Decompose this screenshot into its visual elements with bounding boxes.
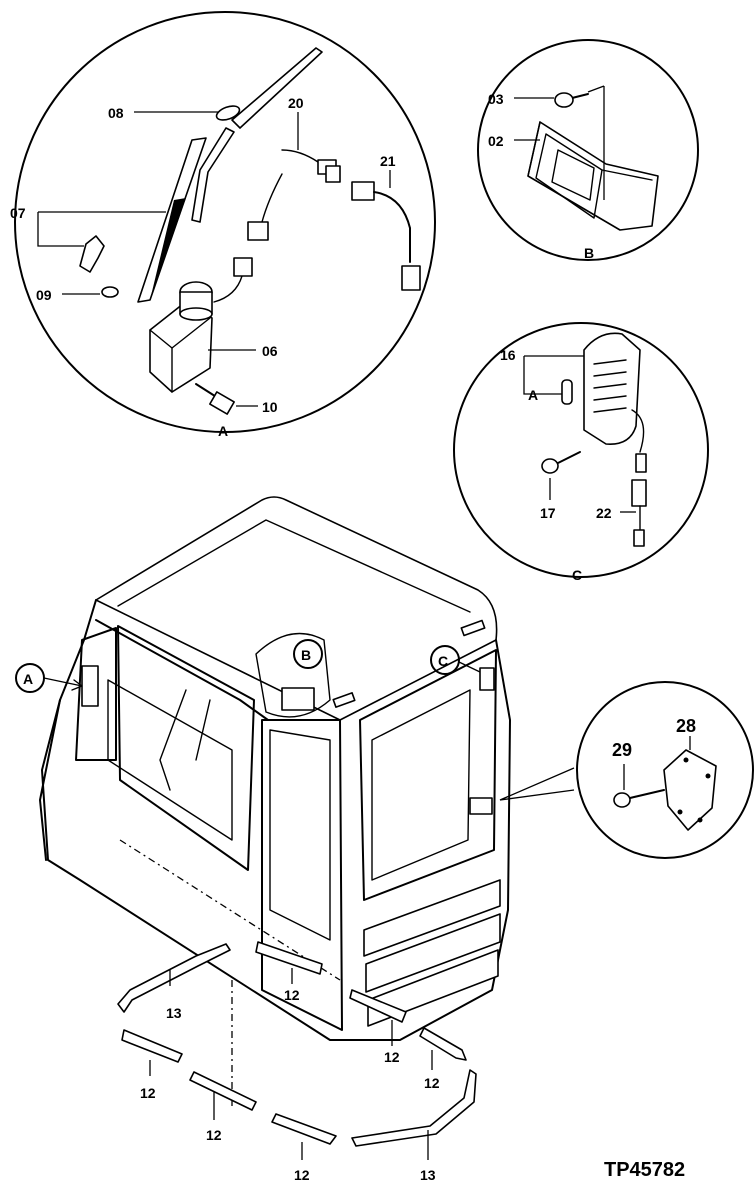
room-light xyxy=(527,121,659,231)
plate-pointer xyxy=(499,767,575,801)
callout-06: 06 xyxy=(262,343,278,359)
cab-light-c xyxy=(479,667,495,691)
callout-21: 21 xyxy=(380,153,396,169)
seal-strip-6 xyxy=(419,1027,467,1061)
callout-02: 02 xyxy=(488,133,504,149)
detail-view-c: 16 A 17 22 C xyxy=(453,322,709,583)
callout-03: 03 xyxy=(488,91,504,107)
svg-text:A: A xyxy=(23,671,33,687)
wiper-nut xyxy=(101,286,119,298)
marker-c: C xyxy=(430,645,481,675)
seal-strips xyxy=(117,941,477,1160)
detail-circle-a xyxy=(14,11,436,433)
plate-bolt xyxy=(613,789,665,808)
washer-harness xyxy=(351,181,421,291)
rail-seal-left xyxy=(117,943,231,1013)
bulb xyxy=(561,379,573,405)
marker-b: B xyxy=(293,639,323,669)
callout-16: 16 xyxy=(500,347,516,363)
callout-12-e: 12 xyxy=(206,1127,222,1143)
seal-strip-1 xyxy=(255,941,323,975)
svg-text:C: C xyxy=(438,653,448,669)
callout-13-right: 13 xyxy=(420,1167,436,1183)
callout-10: 10 xyxy=(262,399,278,415)
callout-17: 17 xyxy=(540,505,556,521)
light-bolt xyxy=(541,451,581,474)
figure-id: TP45782 xyxy=(604,1159,685,1181)
seal-strip-2 xyxy=(349,989,407,1023)
detail-view-a: 08 07 09 20 21 06 10 A xyxy=(10,11,436,439)
callout-08: 08 xyxy=(108,105,124,121)
callout-22: 22 xyxy=(596,505,612,521)
callout-12-f: 12 xyxy=(294,1167,310,1183)
callout-12-c: 12 xyxy=(424,1075,440,1091)
seal-strip-5 xyxy=(271,1113,337,1145)
callout-12-d: 12 xyxy=(140,1085,156,1101)
callout-29: 29 xyxy=(612,740,632,760)
wiper-harness xyxy=(233,149,341,277)
callout-12-a: 12 xyxy=(284,987,300,1003)
callout-13-left: 13 xyxy=(166,1005,182,1021)
cover-plate xyxy=(663,749,717,831)
cab-body xyxy=(39,496,511,1110)
cab-wiper-mount xyxy=(81,665,99,707)
detail-circle-plate xyxy=(576,681,754,859)
detail-label-c: C xyxy=(572,567,582,583)
detail-label-b: B xyxy=(584,245,594,261)
cab-plate-spot xyxy=(469,797,493,815)
callout-07: 07 xyxy=(10,205,26,221)
detail-view-plate: 29 28 xyxy=(499,681,754,859)
svg-text:B: B xyxy=(301,647,311,663)
callout-28: 28 xyxy=(676,716,696,736)
detail-circle-b xyxy=(477,39,699,261)
wiper-motor xyxy=(149,275,243,393)
wiper-blade xyxy=(137,137,207,303)
work-light xyxy=(583,332,645,453)
cab-door xyxy=(261,719,343,1031)
callout-a-sub: A xyxy=(528,387,538,403)
marker-a: A xyxy=(15,663,83,693)
detail-label-a: A xyxy=(218,423,228,439)
cab-roof xyxy=(95,496,498,721)
left-rear-window xyxy=(117,625,255,871)
callout-12-b: 12 xyxy=(384,1049,400,1065)
detail-view-b: 03 02 B xyxy=(477,39,699,261)
detail-circle-c xyxy=(453,322,709,578)
rail-seal-right xyxy=(351,1069,477,1147)
light-screw xyxy=(554,92,589,108)
seal-strip-3 xyxy=(121,1029,183,1063)
wiper-arm xyxy=(191,47,323,223)
motor-bolt xyxy=(195,383,235,415)
cab-light-b xyxy=(255,632,331,718)
light-connector xyxy=(631,453,647,547)
seal-strip-4 xyxy=(189,1071,257,1111)
callout-20: 20 xyxy=(288,95,304,111)
callout-09: 09 xyxy=(36,287,52,303)
front-grille xyxy=(363,879,501,1027)
wiper-clip xyxy=(79,235,105,273)
